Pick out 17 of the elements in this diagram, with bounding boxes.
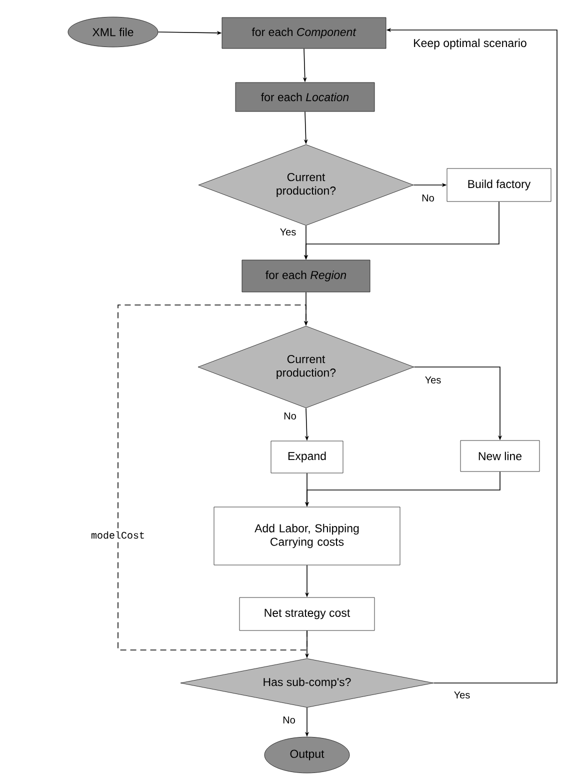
edge-label: No — [282, 411, 298, 421]
note-label: Keep optimal scenario — [414, 38, 526, 50]
process-box: Build factory — [446, 168, 552, 202]
loop-box: for each Location — [235, 82, 375, 112]
process-box: Add Labor, Shipping Carrying costs — [214, 506, 400, 566]
loop-box: for each Region — [242, 260, 370, 292]
edge-label: No — [420, 193, 436, 203]
edge-label: No — [281, 715, 297, 725]
edge-label: modelCost — [90, 530, 146, 540]
process-box: Expand — [270, 440, 344, 474]
arrow — [118, 304, 308, 650]
process-box: Net strategy cost — [239, 597, 375, 631]
edge-label: Yes — [452, 690, 472, 700]
loop-box: for each Component — [222, 17, 386, 49]
edge-label: Yes — [423, 375, 443, 385]
edge-label: Yes — [278, 227, 298, 237]
process-box: New line — [460, 440, 540, 472]
